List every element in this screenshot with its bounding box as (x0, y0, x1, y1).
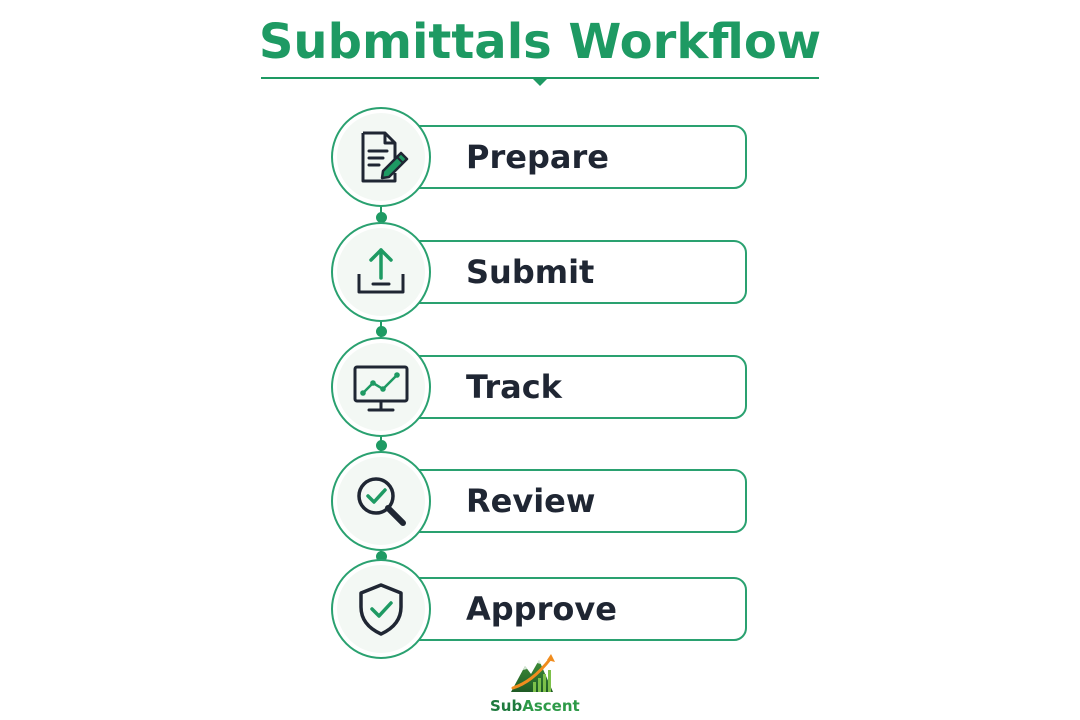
connector-dot-2 (376, 326, 387, 337)
step-label: Review (466, 482, 596, 520)
title-caret (532, 78, 548, 86)
upload-tray-icon (357, 248, 405, 294)
step-icon-circle (331, 107, 431, 207)
monitor-chart-icon (353, 365, 409, 412)
step-label: Track (466, 368, 562, 406)
logo-text-sub: Sub (490, 697, 523, 715)
subascent-logo: SubAscent (490, 648, 590, 718)
step-box: Review (380, 469, 747, 533)
connector-dot-1 (376, 212, 387, 223)
step-icon-circle (331, 222, 431, 322)
step-icon-circle (331, 337, 431, 437)
step-box: Approve (380, 577, 747, 641)
step-review: Review (0, 451, 1080, 561)
step-label: Submit (466, 253, 595, 291)
step-approve: Approve (0, 559, 1080, 669)
step-box: Track (380, 355, 747, 419)
shield-check-icon (359, 583, 403, 636)
step-box: Submit (380, 240, 747, 304)
step-submit: Submit (0, 222, 1080, 332)
magnifier-check-icon (357, 477, 406, 526)
logo-wordmark: SubAscent (490, 696, 590, 716)
document-edit-icon (361, 131, 409, 183)
step-label: Prepare (466, 138, 609, 176)
connector-dot-3 (376, 440, 387, 451)
page-title: Submittals Workflow (258, 14, 822, 70)
logo-text-ascent: Ascent (522, 697, 580, 715)
subascent-logo-icon (511, 654, 555, 692)
step-box: Prepare (380, 125, 747, 189)
step-icon-circle (331, 559, 431, 659)
step-icon-circle (331, 451, 431, 551)
step-prepare: Prepare (0, 107, 1080, 217)
step-label: Approve (466, 590, 617, 628)
step-track: Track (0, 337, 1080, 447)
connector-dot-4 (376, 551, 387, 562)
